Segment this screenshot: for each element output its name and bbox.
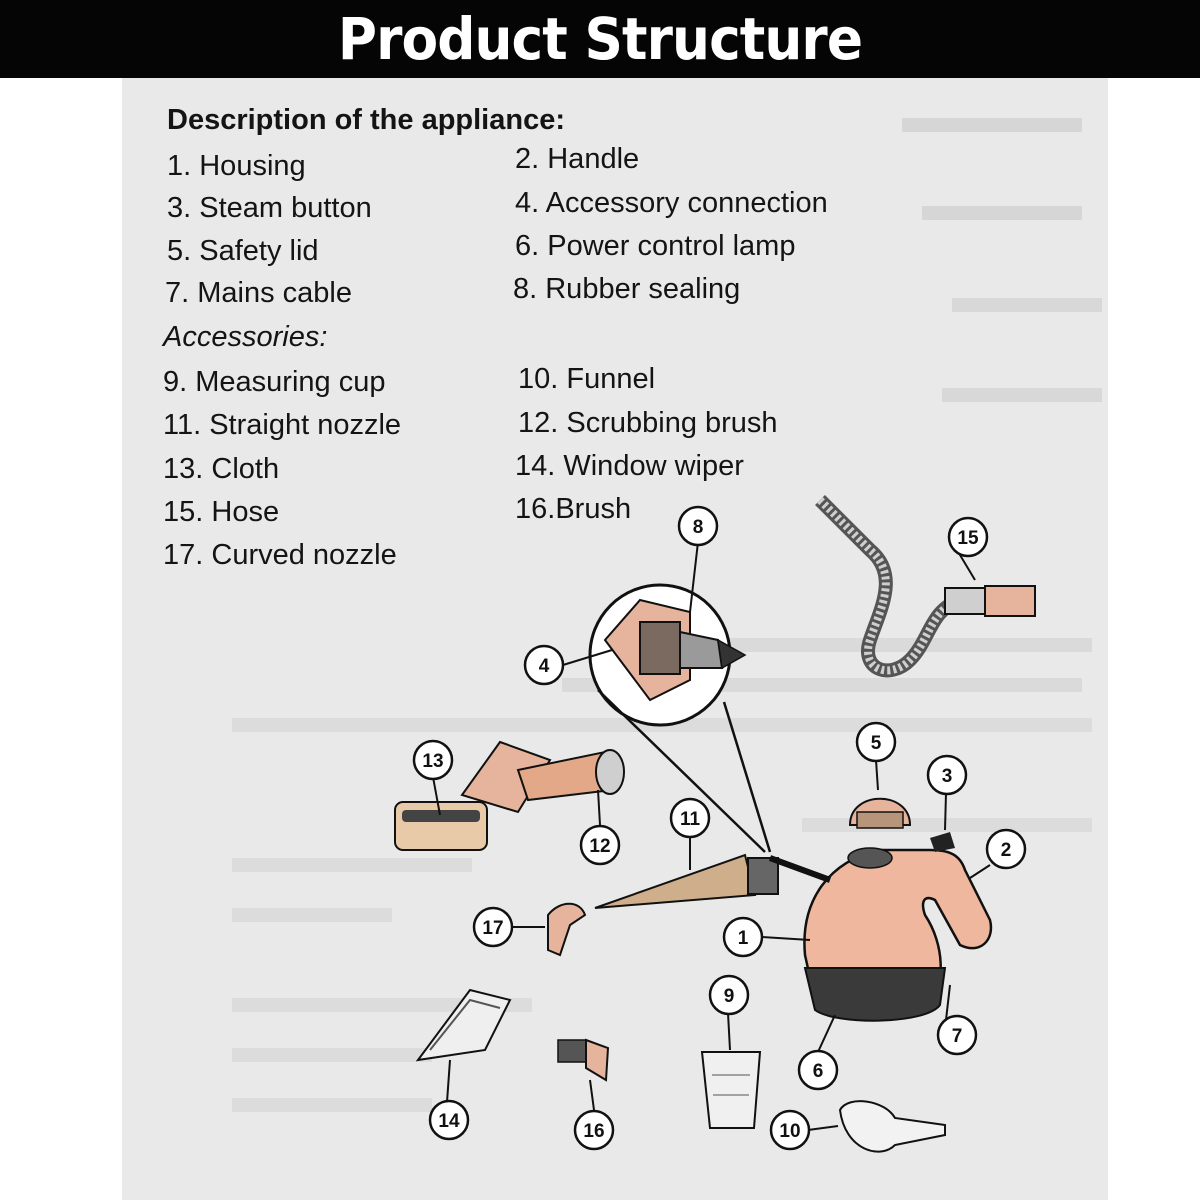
part-7: 7. Mains cable — [165, 277, 352, 309]
description-heading: Description of the appliance: — [167, 104, 565, 136]
svg-text:16: 16 — [583, 1121, 604, 1142]
scrubbing-brush — [460, 740, 625, 814]
svg-text:11: 11 — [680, 809, 701, 830]
callout-6: 6 — [797, 1049, 839, 1091]
brush — [557, 1038, 610, 1082]
callout-12: 12 — [579, 824, 621, 866]
callout-10: 10 — [769, 1109, 811, 1151]
accessory-16: 16.Brush — [515, 493, 632, 525]
callout-11: 11 — [669, 797, 711, 839]
svg-text:12: 12 — [589, 836, 610, 857]
callout-2: 2 — [985, 828, 1027, 870]
svg-text:4: 4 — [539, 656, 550, 677]
svg-text:14: 14 — [438, 1111, 460, 1132]
accessory-10: 10. Funnel — [518, 363, 656, 395]
callout-9: 9 — [708, 974, 750, 1016]
accessory-17: 17. Curved nozzle — [163, 539, 397, 571]
accessory-14: 14. Window wiper — [515, 450, 744, 482]
accessory-9: 9. Measuring cup — [163, 366, 386, 398]
accessories-heading: Accessories: — [163, 321, 328, 353]
manual-sheet — [122, 78, 1108, 1200]
callout-5: 5 — [855, 721, 897, 763]
safety-lid — [848, 797, 912, 829]
part-3: 3. Steam button — [167, 192, 372, 224]
part-4: 4. Accessory connection — [515, 187, 828, 219]
zoom-detail — [588, 583, 772, 853]
svg-text:7: 7 — [952, 1026, 963, 1047]
callout-7: 7 — [936, 1014, 978, 1056]
svg-text:5: 5 — [871, 733, 882, 754]
accessory-15: 15. Hose — [163, 496, 280, 528]
title-banner: Product Structure — [0, 0, 1200, 78]
window-wiper — [415, 988, 512, 1062]
curved-nozzle — [547, 902, 587, 957]
svg-text:9: 9 — [724, 986, 735, 1007]
funnel — [838, 1100, 946, 1153]
part-5: 5. Safety lid — [167, 235, 319, 267]
part-1: 1. Housing — [167, 150, 306, 182]
cloth — [394, 801, 488, 851]
part-2: 2. Handle — [515, 143, 640, 175]
svg-text:15: 15 — [957, 528, 979, 549]
callout-15: 15 — [947, 516, 989, 558]
callout-4: 4 — [523, 644, 565, 686]
callout-16: 16 — [573, 1109, 615, 1151]
svg-text:10: 10 — [779, 1121, 800, 1142]
callout-13: 13 — [412, 739, 454, 781]
svg-text:2: 2 — [1001, 840, 1012, 861]
accessory-13: 13. Cloth — [163, 453, 280, 485]
callout-3: 3 — [926, 754, 968, 796]
hose — [815, 495, 1036, 678]
measuring-cup — [700, 1051, 762, 1129]
callout-17: 17 — [472, 906, 514, 948]
straight-nozzle — [594, 853, 779, 909]
accessory-11: 11. Straight nozzle — [163, 409, 402, 441]
svg-text:3: 3 — [942, 766, 953, 787]
part-8: 8. Rubber sealing — [513, 273, 741, 305]
page-title: Product Structure — [337, 5, 863, 73]
svg-text:8: 8 — [693, 517, 704, 538]
svg-text:1: 1 — [738, 928, 749, 949]
accessory-12: 12. Scrubbing brush — [518, 407, 778, 439]
callout-8: 8 — [677, 505, 719, 547]
callout-1: 1 — [722, 916, 764, 958]
callout-14: 14 — [428, 1099, 470, 1141]
part-6: 6. Power control lamp — [515, 230, 796, 262]
steam-cleaner-body — [768, 832, 993, 1022]
svg-text:6: 6 — [813, 1061, 824, 1082]
svg-text:17: 17 — [482, 918, 503, 939]
svg-text:13: 13 — [422, 751, 443, 772]
